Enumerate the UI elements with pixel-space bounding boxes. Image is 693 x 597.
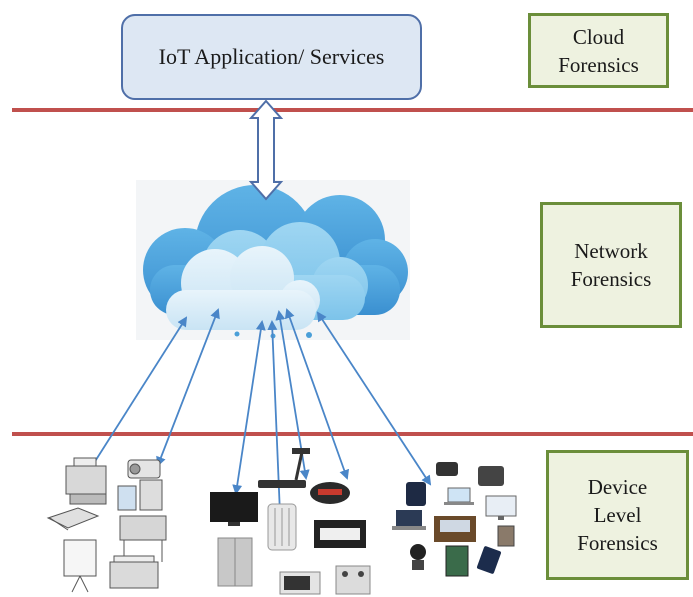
network-forensics-box: Network Forensics xyxy=(540,202,682,328)
heater-icon xyxy=(267,503,297,551)
cloud-layer-divider xyxy=(12,108,693,112)
personal-device-icons xyxy=(392,462,517,577)
arrow-office-2 xyxy=(156,308,220,467)
device-forensics-line2: Level xyxy=(593,503,642,527)
device-forensics-box: Device Level Forensics xyxy=(546,450,689,580)
treadmill-icon xyxy=(258,448,310,488)
printer-icon xyxy=(65,457,107,505)
laptop-2-icon xyxy=(392,510,426,530)
webcam-icon xyxy=(436,462,458,476)
arrow-home-1 xyxy=(232,320,266,495)
projector-icon xyxy=(127,459,161,479)
smartphone-icon xyxy=(406,482,426,506)
cloud-forensics-line2: Forensics xyxy=(558,52,639,77)
network-forensics-line1: Network xyxy=(574,239,648,263)
refrigerator-icon xyxy=(217,537,253,587)
iot-application-label: IoT Application/ Services xyxy=(158,44,385,69)
copier-icon xyxy=(109,555,159,589)
cloud-forensics-line1: Cloud xyxy=(572,24,625,49)
network-forensics-line2: Forensics xyxy=(570,267,652,291)
cloud-forensics-box: Cloud Forensics xyxy=(528,13,669,88)
home-appliance-icons xyxy=(210,448,371,595)
iot-application-box: IoT Application/ Services xyxy=(121,14,422,100)
office-equipment-icons xyxy=(46,457,167,593)
security-camera-icon xyxy=(410,544,426,570)
scanner-icon xyxy=(117,479,163,511)
e-reader-icon xyxy=(477,546,501,574)
atm-icon xyxy=(445,545,469,577)
bed-icon xyxy=(314,520,366,548)
microwave-icon xyxy=(279,571,321,595)
arrow-office-1 xyxy=(85,316,188,476)
device-connection-arrows xyxy=(85,308,432,516)
video-conference-icon xyxy=(434,516,476,542)
device-forensics-line3: Forensics xyxy=(577,531,658,555)
device-forensics-line1: Device xyxy=(587,475,648,499)
flatbed-scanner-icon xyxy=(46,507,100,531)
desk-phone-icon xyxy=(478,466,504,486)
stove-icon xyxy=(335,565,371,595)
monitor-icon xyxy=(485,495,517,520)
laptop-icon xyxy=(444,487,474,505)
plotter-icon xyxy=(119,515,167,562)
smart-speaker-icon xyxy=(310,482,350,504)
tv-icon xyxy=(210,492,258,526)
bidirectional-arrow-icon xyxy=(248,99,284,201)
projection-screen-icon xyxy=(63,539,97,593)
tablet-icon xyxy=(497,525,515,547)
arrow-personal-1 xyxy=(316,311,432,486)
